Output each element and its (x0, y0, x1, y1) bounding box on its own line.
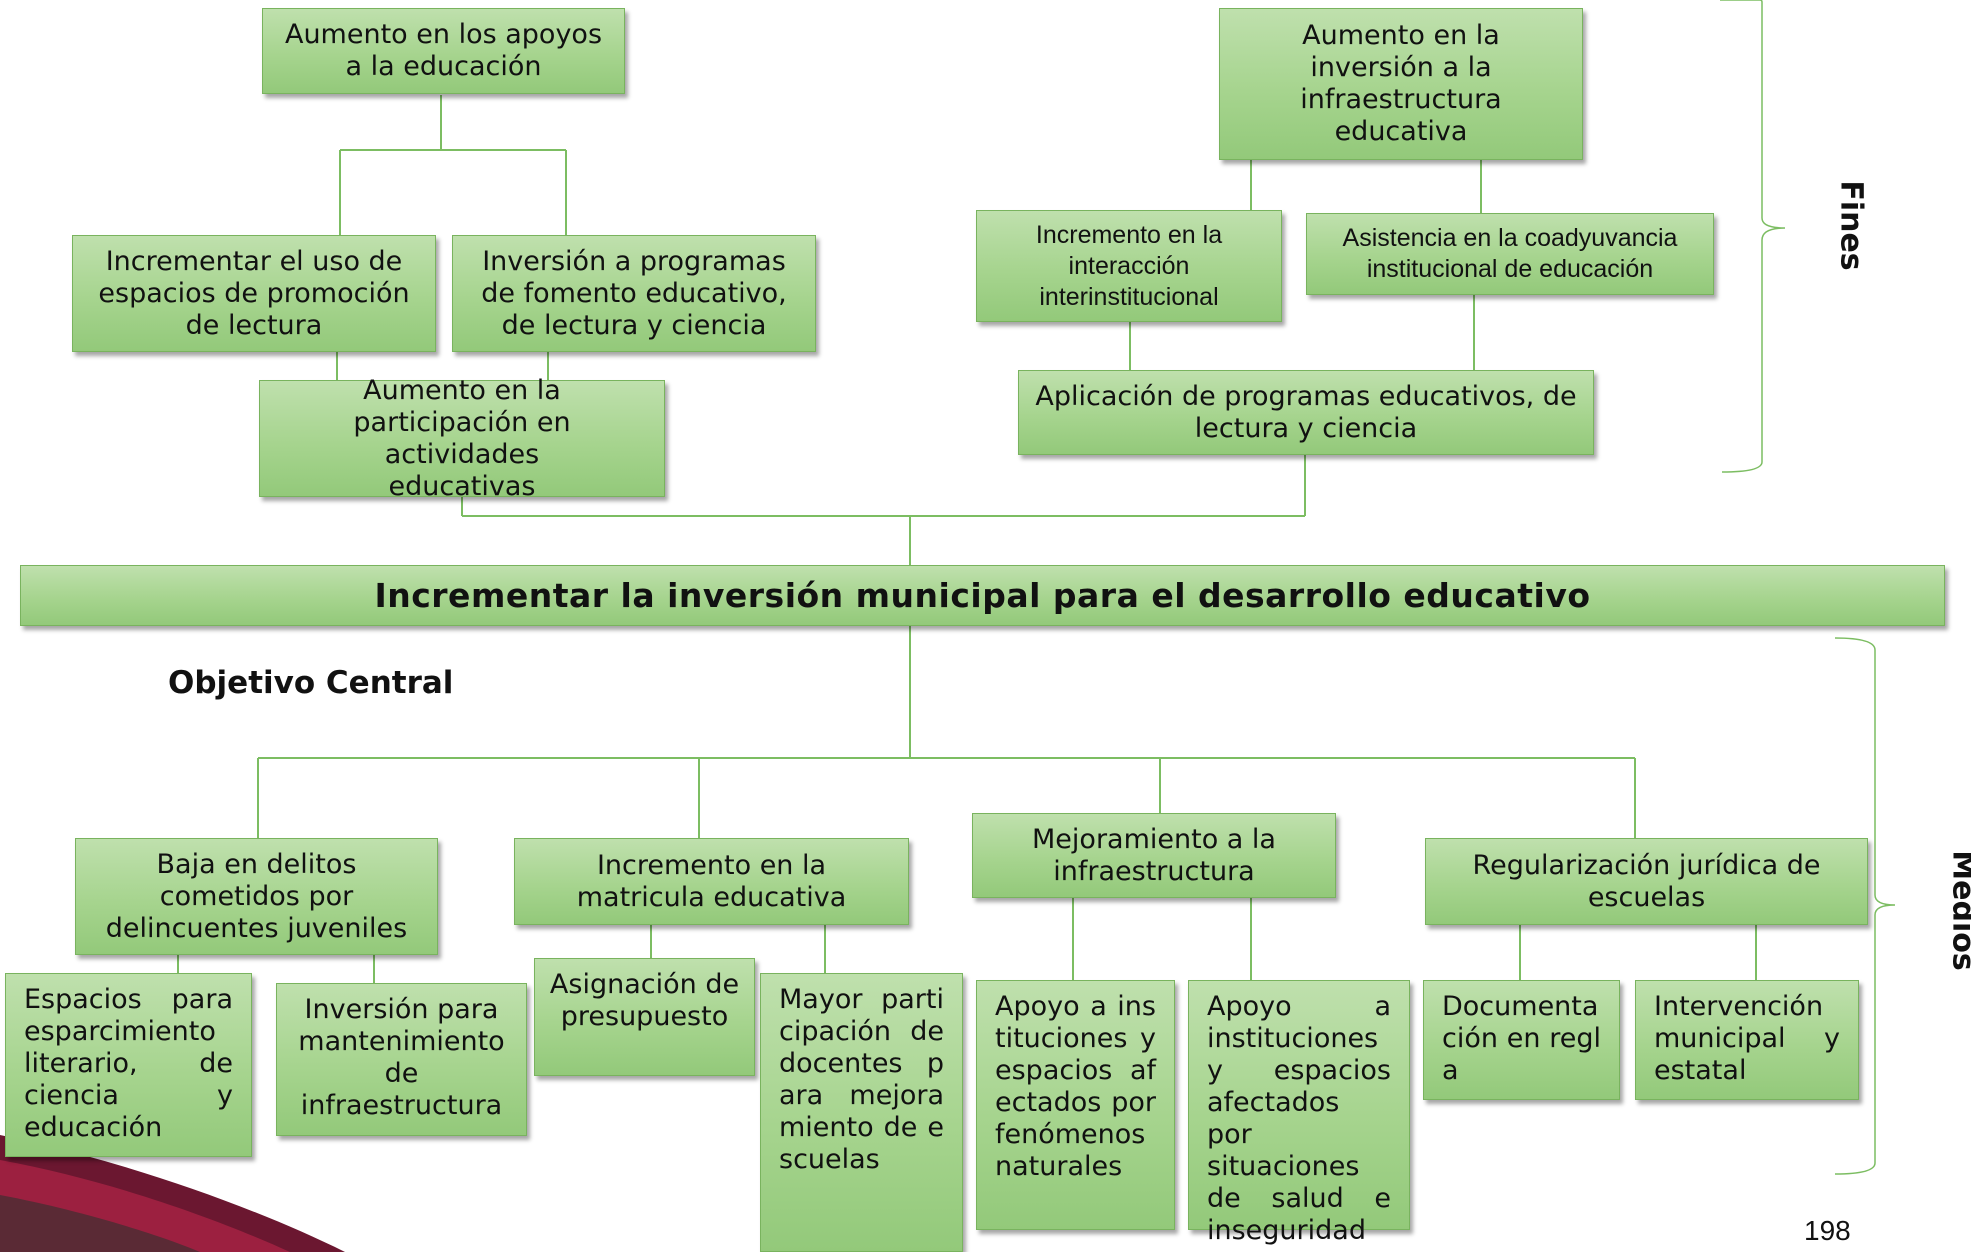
medio-l1-1: Baja en delitos cometidos por delincuent… (75, 838, 438, 955)
medio-l2-5: Apoyo a instituciones y espacios afectad… (976, 980, 1175, 1230)
medio-l2-4: Mayor participación de docentes para mej… (760, 973, 963, 1252)
fin-top-left: Aumento en los apoyos a la educación (262, 8, 625, 94)
fin-low-right-text: Aplicación de programas educativos, de l… (1035, 380, 1577, 444)
fin-top-left-text: Aumento en los apoyos a la educación (284, 19, 603, 82)
medio-l1-3: Mejoramiento a la infraestructura (972, 813, 1336, 898)
medio-l2-7: Documentación en regla (1423, 980, 1620, 1100)
medio-l2-3: Asignación de presupuesto (534, 958, 755, 1076)
fin-mid-left-2: Inversión a programas de fomento educati… (452, 235, 816, 352)
fin-mid-left-2-text: Inversión a programas de fomento educati… (481, 245, 787, 341)
fin-low-left: Aumento en la participación en actividad… (259, 375, 665, 502)
fin-low-right: Aplicación de programas educativos, de l… (1018, 370, 1594, 455)
fin-mid-right-1: Incremento en la interacción interinstit… (976, 210, 1282, 322)
fin-mid-right-2-text: Asistencia en la coadyuvancia institucio… (1342, 224, 1678, 283)
medio-l2-7-text: Documentación en regla (1442, 991, 1601, 1086)
fin-top-right-text: Aumento en la inversión a la infraestruc… (1300, 20, 1502, 147)
central-objective: Incrementar la inversión municipal para … (20, 565, 1945, 626)
fin-mid-left-1-text: Incrementar el uso de espacios de promoc… (98, 245, 410, 341)
medio-l1-4: Regularización jurídica de escuelas (1425, 838, 1868, 925)
central-label: Objetivo Central (168, 665, 454, 701)
fin-top-right: Aumento en la inversión a la infraestruc… (1219, 8, 1583, 160)
central-objective-text: Incrementar la inversión municipal para … (374, 575, 1591, 615)
medio-l1-4-text: Regularización jurídica de escuelas (1472, 849, 1821, 913)
medio-l2-2-text: Inversión para mantenimiento de infraest… (298, 994, 505, 1121)
medio-l2-2: Inversión para mantenimiento de infraest… (276, 983, 527, 1136)
medio-l2-6-text: Apoyo a instituciones y espacios afectad… (1207, 991, 1391, 1246)
medio-l2-4-text: Mayor participación de docentes para mej… (779, 984, 944, 1175)
medio-l2-5-text: Apoyo a instituciones y espacios afectad… (995, 991, 1156, 1182)
medio-l2-1-text: Espacios para esparcimiento literario, d… (24, 984, 233, 1143)
fin-mid-right-1-text: Incremento en la interacción interinstit… (1035, 220, 1223, 311)
medio-l2-1: Espacios para esparcimiento literario, d… (5, 973, 252, 1157)
medio-l2-3-text: Asignación de presupuesto (549, 969, 740, 1032)
medio-l1-3-text: Mejoramiento a la infraestructura (1032, 823, 1276, 887)
fin-mid-left-1: Incrementar el uso de espacios de promoc… (72, 235, 436, 352)
medio-l2-6: Apoyo a instituciones y espacios afectad… (1188, 980, 1410, 1246)
fines-label: Fines (1833, 180, 1869, 271)
fin-low-left-text: Aumento en la participación en actividad… (353, 374, 571, 502)
medio-l1-2: Incremento en la matricula educativa (514, 838, 909, 925)
medio-l2-8: Intervención municipal y estatal (1635, 980, 1859, 1100)
medio-l1-2-text: Incremento en la matricula educativa (576, 849, 847, 913)
medios-label: Medios (1945, 850, 1971, 971)
fin-mid-right-2: Asistencia en la coadyuvancia institucio… (1306, 213, 1714, 295)
medio-l1-1-text: Baja en delitos cometidos por delincuent… (105, 848, 408, 944)
page-number: 198 (1804, 1215, 1851, 1246)
medio-l2-8-text: Intervención municipal y estatal (1654, 991, 1840, 1086)
